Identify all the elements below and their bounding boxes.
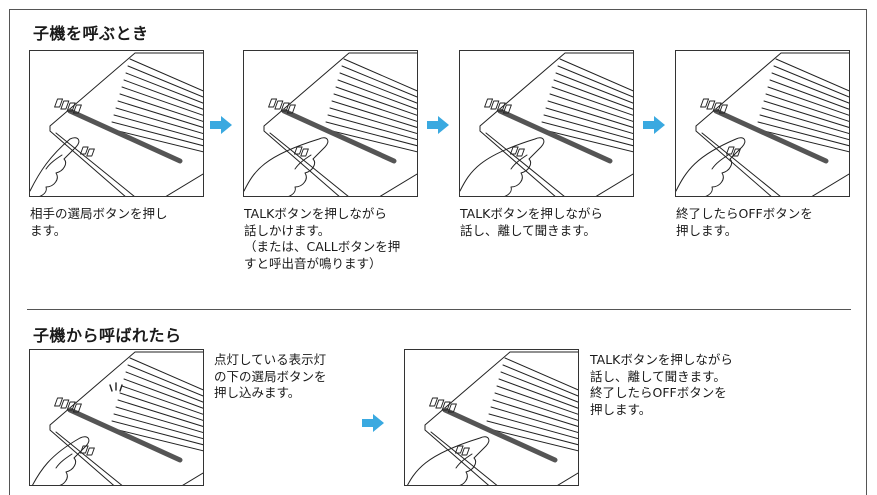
- illustration-talk-release: [459, 50, 634, 197]
- step-caption: 終了したらOFFボタンを 押します。: [676, 206, 813, 238]
- page-frame: [9, 9, 867, 495]
- section-heading-calling-handset: 子機を呼ぶとき: [33, 24, 149, 43]
- illustration-talk-and-off: [404, 349, 579, 486]
- illustration-press-lit-channel: [29, 349, 204, 486]
- arrow-right-icon: [362, 414, 384, 432]
- intercom-hand-illustration: [676, 52, 849, 196]
- intercom-hand-illustration: [30, 52, 203, 196]
- illustration-talk-button: [243, 50, 418, 197]
- arrow-right-icon: [427, 116, 449, 134]
- arrow-right-icon: [643, 116, 665, 134]
- section-heading-receiving-call: 子機から呼ばれたら: [33, 326, 182, 345]
- intercom-hand-illustration: [460, 52, 633, 196]
- step-caption: TALKボタンを押しながら 話しかけます。 （または、CALLボタンを押 すと呼…: [244, 206, 401, 271]
- arrow-right-icon: [210, 116, 232, 134]
- intercom-hand-illustration: [32, 351, 203, 485]
- step-caption: TALKボタンを押しながら 話し、離して聞きます。 終了したらOFFボタンを 押…: [590, 352, 733, 417]
- intercom-hand-illustration: [407, 351, 578, 485]
- illustration-off-button: [675, 50, 850, 197]
- illustration-select-channel: [29, 50, 204, 197]
- step-caption: 相手の選局ボタンを押し ます。: [30, 206, 168, 238]
- intercom-hand-illustration: [244, 52, 417, 196]
- step-caption: TALKボタンを押しながら 話し、離して聞きます。: [460, 206, 603, 238]
- step-caption: 点灯している表示灯 の下の選局ボタンを 押し込みます。: [214, 352, 327, 400]
- section-divider: [27, 309, 851, 310]
